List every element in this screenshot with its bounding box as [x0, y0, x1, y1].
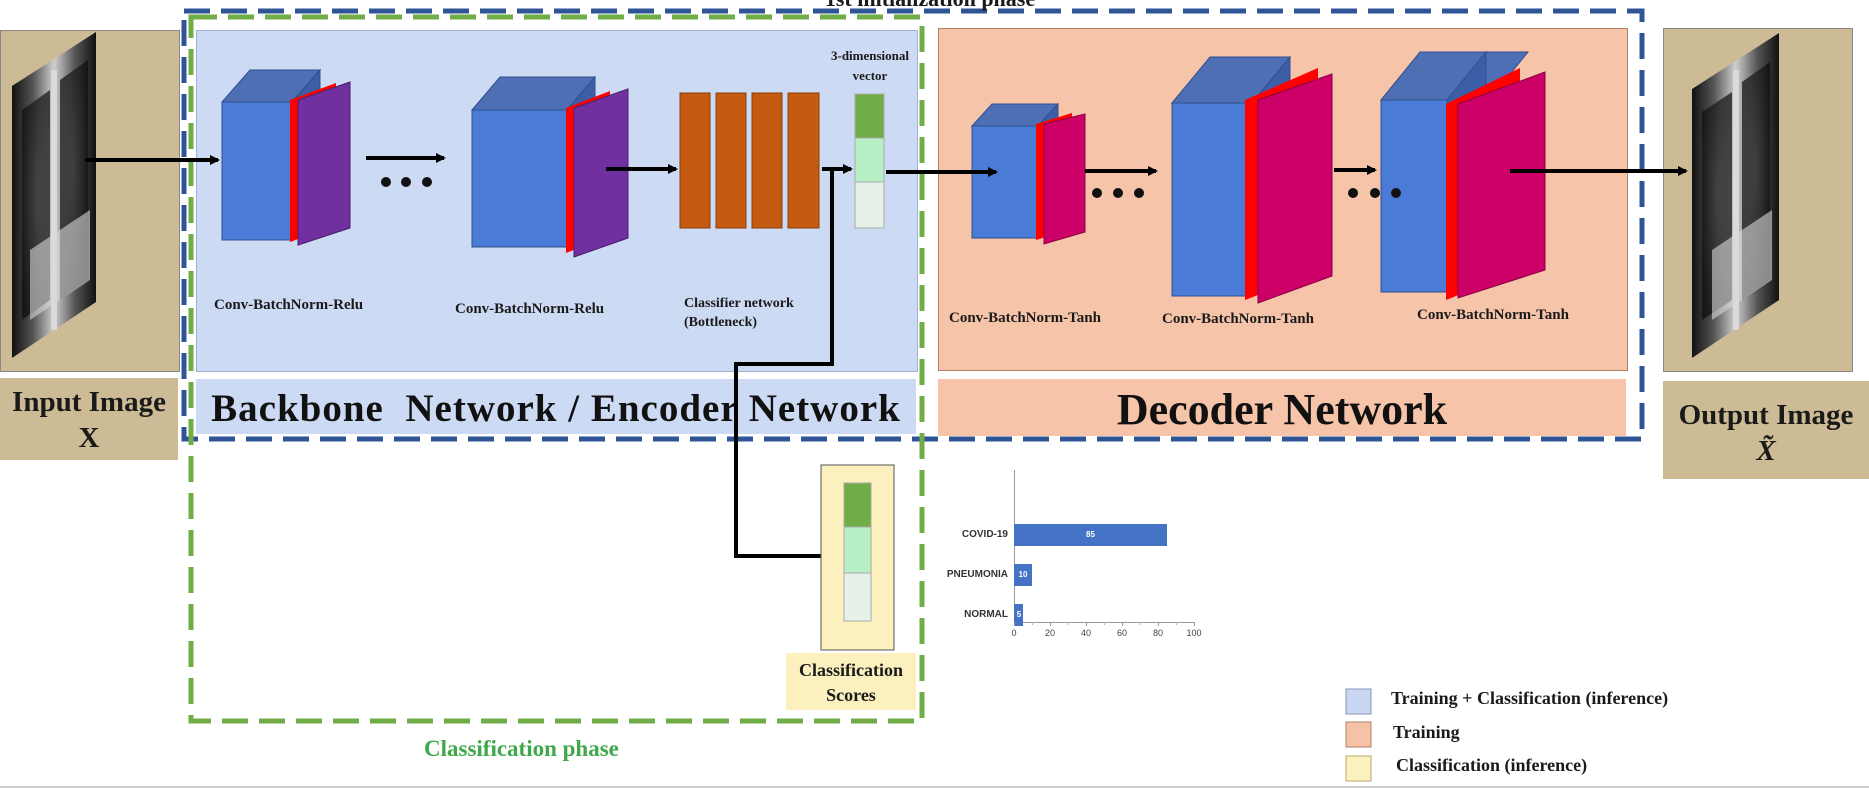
encoder-cube-2 [470, 75, 629, 258]
encoder-banner: Backbone Network / Encoder Network [211, 387, 901, 430]
chart-x-tick [1122, 622, 1123, 626]
chart-x-tick [1158, 622, 1159, 626]
chart-bar-normal [1014, 604, 1023, 626]
chart-x-tick-label: 60 [1116, 628, 1127, 638]
legend-swatch-training [1345, 721, 1372, 748]
encoder-banner-bg [196, 379, 916, 434]
chart-x-tick [1194, 622, 1195, 626]
input-image-title: Input Image X [0, 384, 178, 456]
input-xray-image [12, 32, 96, 358]
legend-label-training-classification: Training + Classification (inference) [1391, 688, 1669, 708]
decoder-banner: Decoder Network [1116, 385, 1448, 434]
classification-phase-frame [188, 14, 925, 724]
chart-category-label: PNEUMONIA [946, 569, 1008, 580]
vector-label-line2: vector [852, 68, 888, 83]
chart-x-minor-tick [1104, 622, 1105, 625]
decoder-banner-bg [938, 379, 1626, 436]
output-title-line2: X̃ [1756, 435, 1776, 467]
flow-arrows [85, 153, 1688, 561]
classifier-label-line1: Classifier network [684, 296, 794, 311]
classifier-bottleneck [679, 92, 820, 229]
vector-label: 3-dimensional vector [810, 46, 930, 86]
three-dim-vector [854, 93, 885, 229]
scores-label-line2: Scores [826, 685, 876, 705]
decoder-cube-3 [1379, 50, 1546, 300]
input-title-line2: X [78, 422, 100, 454]
encoder-cube-1 [220, 68, 351, 246]
chart-x-tick [1050, 622, 1051, 626]
chart-data-label: 5 [1016, 610, 1022, 619]
chart-data-label: 85 [1086, 530, 1095, 539]
legend-swatch-classification [1345, 755, 1372, 782]
decoder-cube-2 [1170, 55, 1333, 304]
chart-x-tick [1014, 622, 1015, 626]
chart-data-label: 10 [1018, 570, 1028, 579]
legend-swatch-training-classification [1345, 688, 1372, 715]
chart-x-minor-tick [1140, 622, 1141, 625]
decoder-layer1-label: Conv-BatchNorm-Tanh [949, 310, 1101, 326]
output-title-line1: Output Image [1678, 399, 1854, 431]
decoder-layer2-label: Conv-BatchNorm-Tanh [1162, 311, 1314, 327]
chart-x-tick [1086, 622, 1087, 626]
chart-category-label: COVID-19 [961, 529, 1008, 540]
output-xray-image [1692, 33, 1779, 358]
chart-x-minor-tick [1032, 622, 1033, 625]
decoder-cube-1 [970, 102, 1086, 245]
classification-phase-label: Classification phase [424, 736, 619, 761]
chart-x-tick-label: 0 [1011, 628, 1017, 638]
ellipsis-dots [381, 177, 1401, 198]
chart-x-tick-label: 80 [1152, 628, 1163, 638]
encoder-layer2-label: Conv-BatchNorm-Relu [455, 301, 605, 317]
classification-scores-label: Classification Scores [786, 658, 916, 708]
legend-label-training: Training [1393, 722, 1460, 742]
scores-label-bg [786, 653, 916, 710]
scores-label-line1: Classification [798, 660, 903, 680]
classifier-label: Classifier network (Bottleneck) [684, 294, 794, 332]
chart-y-axis-line [1014, 470, 1015, 622]
chart-x-tick-label: 100 [1186, 628, 1202, 638]
input-title-line1: Input Image [12, 386, 166, 418]
chart-bar-pneumonia [1014, 564, 1032, 586]
scores-vector [843, 482, 872, 622]
chart-x-minor-tick [1176, 622, 1177, 625]
chart-category-label: NORMAL [964, 609, 1008, 620]
classifier-label-line2: (Bottleneck) [684, 315, 758, 330]
initialization-phase-title: 1st initialization phase [700, 0, 1160, 12]
legend-label-classification: Classification (inference) [1396, 755, 1588, 775]
chart-x-minor-tick [1068, 622, 1069, 625]
chart-x-tick-label: 40 [1080, 628, 1091, 638]
vector-label-line1: 3-dimensional [830, 48, 909, 63]
initialization-phase-frame [181, 8, 1645, 442]
output-title-panel [1663, 381, 1869, 479]
chart-x-tick-label: 20 [1044, 628, 1055, 638]
chart-bar-covid-19 [1014, 524, 1167, 546]
encoder-layer1-label: Conv-BatchNorm-Relu [214, 297, 364, 313]
input-title-panel [0, 378, 178, 460]
output-image-title: Output Image X̃ [1663, 397, 1869, 469]
decoder-layer3-label: Conv-BatchNorm-Tanh [1417, 307, 1569, 323]
